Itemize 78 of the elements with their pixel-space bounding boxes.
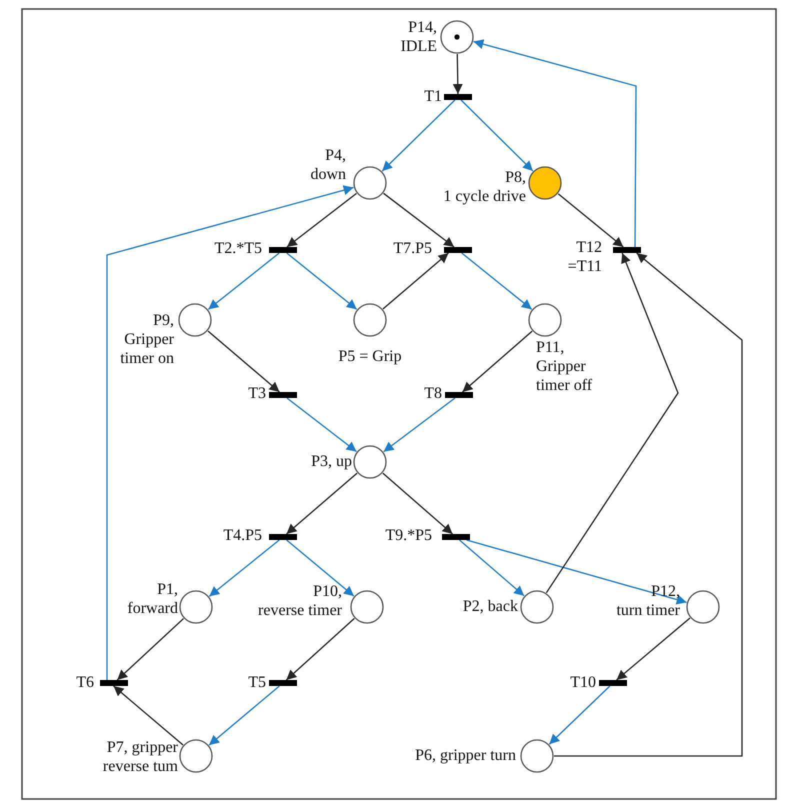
transition-label: T9.*P5 [384,526,432,545]
arc-arrow [554,252,743,757]
place-label: P5 = Grip [337,347,403,366]
place-label: P6, gripper turn [414,746,516,765]
place-label: P1, forward [126,580,178,618]
place-label: P14, IDLE [400,18,437,56]
arc-arrow [286,192,357,248]
arc-arrow [466,539,687,604]
transition-bar [613,247,641,253]
transition-label: T3 [247,384,266,403]
transition-label: T12 =T11 [566,238,602,276]
transition-bar [599,680,627,686]
arc-arrow [383,192,454,248]
place-circle [440,20,474,54]
arc-arrow [382,252,449,310]
arc-arrow [452,54,463,94]
transition-bar [444,94,472,100]
place-circle [178,303,212,337]
place-circle [528,166,562,200]
place-circle [353,303,387,337]
place-label: P7, gripper reverse tum [102,738,178,776]
arc-arrow [461,252,532,310]
place-circle [350,590,384,624]
transition-label: T10 [569,673,596,692]
transition-label: T5 [247,673,266,692]
place-label: P12, turn timer [615,582,680,620]
place-circle [179,590,213,624]
arc-arrow [462,330,533,392]
transition-bar [269,392,297,398]
transition-label: T6 [75,673,94,692]
place-circle [528,303,562,337]
place-label: P2, back [462,597,518,616]
transition-label: T7.P5 [392,239,432,258]
transition-bar [269,247,297,253]
arc-arrow [116,618,184,680]
arc-arrow [286,472,358,534]
place-label: P3, up [310,452,352,471]
arc-arrow [286,252,358,310]
transition-label: T2.*T5 [213,239,262,258]
place-circle [686,590,720,624]
arc-arrow [208,252,280,310]
transition-bar [100,680,128,686]
place-label: P4, down [309,146,346,184]
transition-bar [444,247,472,253]
transition-bar [269,680,297,686]
arc-arrow [546,252,679,594]
transition-bar [445,392,473,398]
transition-bar [269,534,297,540]
transition-label: T1 [423,87,442,106]
place-label: P11, Gripper timer off [536,338,594,395]
arc-arrow [208,330,280,392]
arc-arrow [208,540,280,597]
place-label: P9, Gripper timer on [119,311,174,368]
place-circle [520,590,554,624]
place-circle [179,739,213,773]
transition-label: T8 [423,384,442,403]
arc-arrow [459,540,525,596]
arc-arrow [548,686,610,745]
place-circle [353,166,387,200]
arc-arrow [473,39,637,247]
arc-arrow [558,193,624,248]
arc-arrow [106,185,354,680]
place-label: P10, reverse timer [257,582,342,620]
arc-arrow [383,397,456,452]
place-circle [520,739,554,773]
arc-arrow [382,472,453,534]
arc-arrow [286,618,355,680]
place-label: P8, 1 cycle drive [442,168,526,206]
arc-arrow [286,540,354,597]
place-circle [353,445,387,479]
arc-arrow [113,686,184,746]
arc-arrow [286,397,357,452]
transition-bar [442,534,470,540]
arc-arrow [460,100,534,172]
transition-label: T4.P5 [222,526,262,545]
arc-arrow [208,686,280,746]
arc-arrow [616,617,690,680]
arc-arrow [382,100,456,172]
